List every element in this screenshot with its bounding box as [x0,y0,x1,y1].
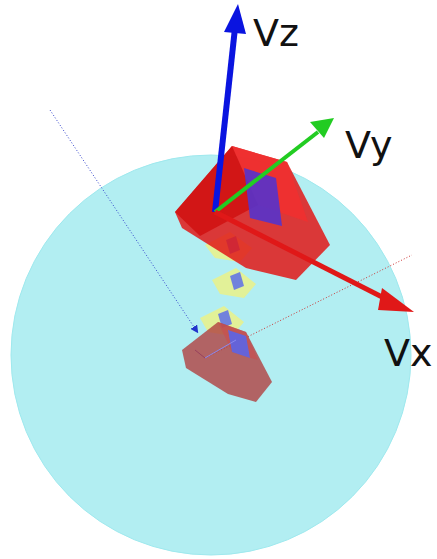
axis-label: Vx [384,334,432,372]
lower-camera-pose [182,322,272,402]
axis-label: Vy [345,126,392,164]
axis-label: Vz [253,14,299,52]
axes [215,4,414,312]
guide-line [50,110,196,330]
